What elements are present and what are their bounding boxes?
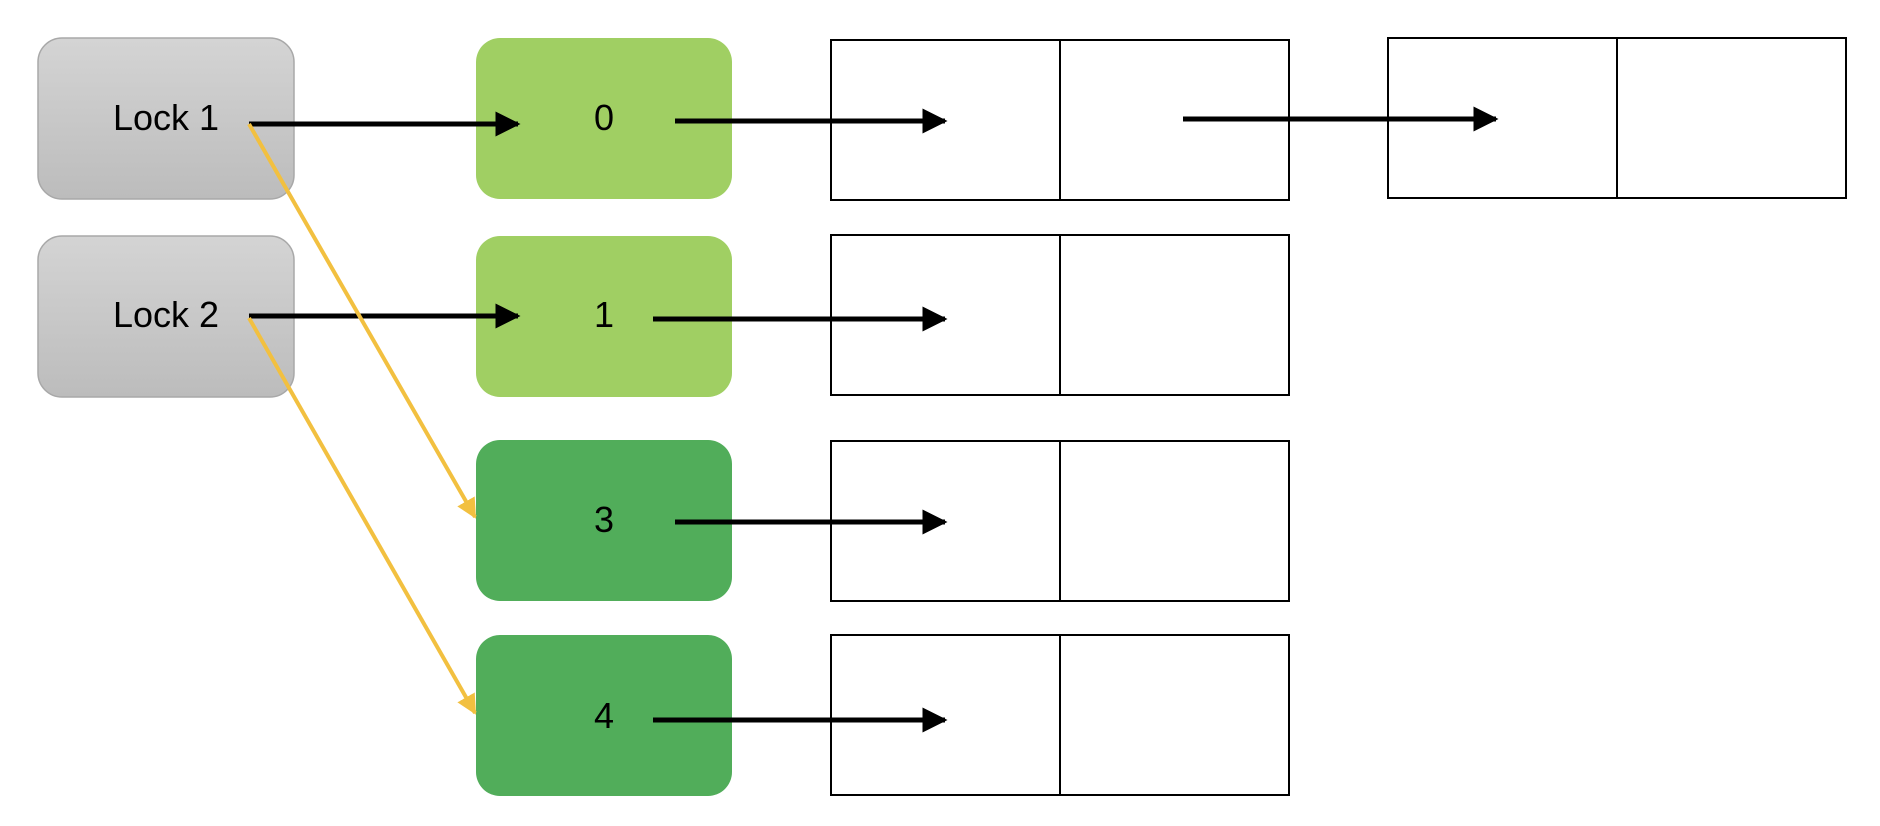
- entry-next-cell: [1059, 234, 1290, 396]
- bucket-node-1-label: 1: [594, 294, 614, 335]
- bucket-node-1: 1: [476, 236, 732, 397]
- chain-entry-bucket-1: [830, 234, 1290, 396]
- bucket-node-0: 0: [476, 38, 732, 199]
- entry-next-cell: [1616, 37, 1847, 199]
- lock-node-1: Lock 1: [37, 37, 295, 200]
- lock-2-to-bucket-4-arrow: [247, 317, 477, 715]
- bucket-node-4-label: 4: [594, 695, 614, 736]
- entry-key-cell: [830, 234, 1061, 396]
- chain-entry-bucket-0-second: [1387, 37, 1847, 199]
- lock-node-1-label: Lock 1: [113, 97, 219, 138]
- bucket-node-0-label: 0: [594, 97, 614, 138]
- chain-entry-bucket-4: [830, 634, 1290, 796]
- entry-next-cell: [1059, 440, 1290, 602]
- lock-1-to-bucket-3-arrow: [247, 123, 477, 519]
- entry-key-cell: [830, 634, 1061, 796]
- entry-next-cell: [1059, 634, 1290, 796]
- lock-node-2-label: Lock 2: [113, 294, 219, 335]
- bucket-node-3: 3: [476, 440, 732, 601]
- bucket-node-3-label: 3: [594, 499, 614, 540]
- bucket-node-4: 4: [476, 635, 732, 796]
